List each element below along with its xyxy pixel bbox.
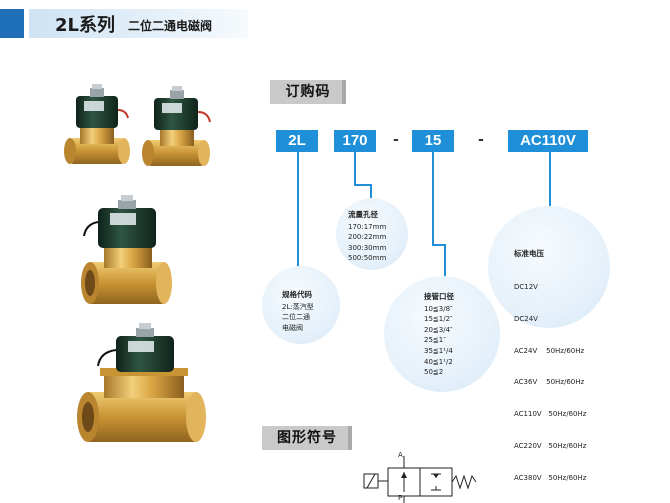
- page-title: 2L系列: [55, 15, 115, 36]
- bubble-voltage-line: DC24V: [514, 314, 538, 323]
- connector-voltage: [549, 152, 551, 208]
- bubble-orifice: [336, 198, 408, 270]
- bubble-voltage-line: AC24V 50Hz/60Hz: [514, 346, 585, 355]
- bubble-model: [262, 266, 340, 344]
- connector-model: [297, 152, 299, 280]
- bubble-port-line: 35≦1¹/4: [424, 346, 453, 355]
- order-code-label: 订购码: [270, 80, 346, 104]
- connector-orifice-h: [354, 184, 370, 186]
- valve-image-small-2: [142, 86, 211, 166]
- page-subtitle: 二位二通电磁阀: [128, 19, 213, 33]
- bubble-orifice-text: 流量孔径 170:17mm 200:22mm 300:30mm 500:50mm: [348, 210, 386, 264]
- connector-port-v: [432, 152, 434, 244]
- connector-port-v2: [444, 244, 446, 280]
- bubble-port-line: 15≦1/2″: [424, 315, 453, 324]
- code-model: 2L: [276, 130, 318, 152]
- valve-image-medium: [81, 195, 172, 304]
- bubble-port-line: 50≦2: [424, 368, 444, 377]
- connector-orifice-v2: [370, 184, 372, 206]
- bubble-port-line: 10≦3/8″: [424, 304, 453, 313]
- bubble-orifice-line: 300:30mm: [348, 243, 387, 252]
- bubble-orifice-title: 流量孔径: [348, 210, 378, 219]
- code-separator-2: -: [478, 132, 484, 148]
- code-orifice: 170: [334, 130, 376, 152]
- bubble-orifice-line: 170:17mm: [348, 222, 387, 231]
- port-label-p: P: [398, 494, 403, 502]
- bubble-port-line: 40≦1¹/2: [424, 357, 453, 366]
- bubble-orifice-line: 500:50mm: [348, 254, 387, 263]
- bubble-voltage: [488, 206, 610, 328]
- bubble-model-title: 规格代码: [282, 290, 312, 299]
- bubble-voltage-line: DC12V: [514, 282, 538, 291]
- bubble-voltage-text: 标准电压 DC12V DC24V AC24V 50Hz/60Hz AC36V 5…: [514, 228, 586, 494]
- bubble-model-line: 2L:蒸汽型: [282, 302, 314, 311]
- code-voltage: AC110V: [508, 130, 588, 152]
- bubble-port-line: 25≦1″: [424, 336, 446, 345]
- header-accent: [0, 9, 24, 38]
- header-bar: [29, 9, 248, 38]
- bubble-orifice-line: 200:22mm: [348, 233, 387, 242]
- bubble-voltage-line: AC220V 50Hz/60Hz: [514, 441, 587, 450]
- bubble-voltage-title: 标准电压: [514, 249, 544, 259]
- bubble-model-line: 电磁阀: [282, 323, 303, 332]
- bubble-voltage-line: AC36V 50Hz/60Hz: [514, 378, 585, 387]
- valve-image-small-1: [64, 84, 130, 164]
- bubble-port-line: 20≦3/4″: [424, 325, 453, 334]
- bubble-voltage-line: AC380V 50Hz/60Hz: [514, 473, 587, 482]
- bubble-voltage-line: AC110V 50Hz/60Hz: [514, 410, 587, 419]
- bubble-port-text: 接管口径 10≦3/8″ 15≦1/2″ 20≦3/4″ 25≦1″ 35≦1¹…: [424, 292, 454, 378]
- product-images: [64, 84, 211, 442]
- connector-port-h: [432, 244, 444, 246]
- valve-image-large: [77, 323, 206, 442]
- bubble-model-text: 规格代码 2L:蒸汽型 二位二通 电磁阀: [282, 290, 314, 333]
- symbol-label: 图形符号: [262, 426, 352, 450]
- code-separator-1: -: [393, 132, 399, 148]
- port-label-a: A: [398, 451, 403, 459]
- code-port: 15: [412, 130, 454, 152]
- connector-orifice-v: [354, 152, 356, 184]
- valve-symbol: [363, 456, 477, 503]
- bubble-port: [384, 276, 500, 392]
- bubble-model-line: 二位二通: [282, 313, 310, 322]
- bubble-port-title: 接管口径: [424, 292, 454, 301]
